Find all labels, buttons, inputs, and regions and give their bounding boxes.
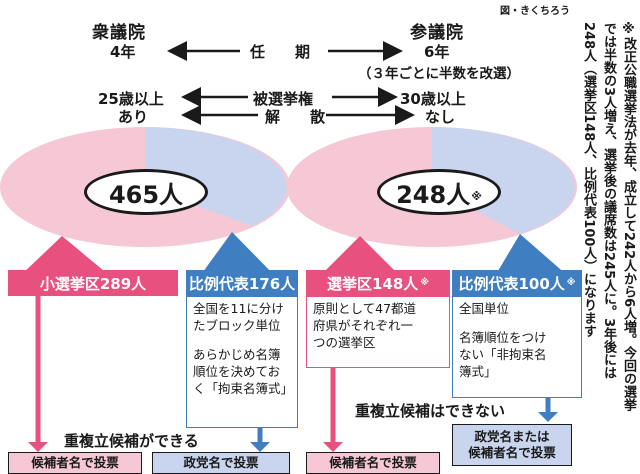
desc-line: く「拘束名簿式」 <box>193 381 294 396</box>
upper-pr-wedge <box>495 234 568 276</box>
upper-pie-blue <box>432 127 575 234</box>
desc-line: 全国を11に分け <box>193 301 284 316</box>
lower-house-title: 衆議院 <box>92 23 146 43</box>
desc-line: 原則として47都道 <box>313 301 417 316</box>
upper-district-desc: 原則として47都道 府県がそれぞれ一 つの選挙区 <box>306 296 450 368</box>
lower-dual-candidacy: 重複立候補ができる <box>64 432 199 450</box>
lower-district-flow-head <box>28 442 48 452</box>
credit: 図・きくちろう <box>500 6 570 17</box>
desc-line: つの選挙区 <box>313 335 376 350</box>
desc-line: あらかじめ名簿 <box>193 347 281 362</box>
upper-term: 6年 <box>424 43 450 61</box>
lower-total-text: 465人 <box>108 180 184 209</box>
lower-district-label-text: 小選挙区289人 <box>39 274 147 293</box>
upper-pr-label: 比例代表100人※ <box>452 270 582 296</box>
upper-district-ballot: 候補者名で投票 <box>306 452 440 474</box>
lower-dissolution: あり <box>118 108 149 126</box>
upper-pr-ballot: 政党名または 候補者名で投票 <box>452 424 572 466</box>
upper-district-label: 選挙区148人※ <box>306 270 450 296</box>
footnote: ※改正公職選挙法が去年、成立して242人から6人増。今回の選挙 では半数の3人増… <box>580 22 636 411</box>
lower-age: 25歳以上 <box>98 90 164 108</box>
upper-total-mark: ※ <box>471 189 482 203</box>
upper-district-flow-head <box>323 442 343 452</box>
desc-line: 順位を決めてお <box>193 364 281 379</box>
lower-district-wedge <box>20 236 110 276</box>
lower-pie-blue <box>145 127 287 226</box>
upper-pr-ballot-line2: 候補者名で投票 <box>468 445 556 460</box>
footnote-line: 248人（選挙区148人、比例代表100人）になります <box>581 22 596 338</box>
lower-pr-flow-head <box>250 442 270 452</box>
dissolution-label: 解 散 <box>265 108 326 126</box>
upper-total-text: 248人 <box>396 180 471 209</box>
upper-total: 248人※ <box>377 169 501 215</box>
upper-house-title: 参議院 <box>410 23 464 43</box>
upper-district-label-text: 選挙区148人 <box>326 274 419 293</box>
lower-district-ballot-text: 候補者名で投票 <box>31 455 119 470</box>
desc-line: 全国単位 <box>459 301 510 316</box>
upper-dissolution: なし <box>425 108 456 126</box>
lower-district-ballot: 候補者名で投票 <box>8 452 142 474</box>
upper-term-note: （３年ごとに半数を改選） <box>358 66 520 82</box>
lower-total: 465人 <box>84 169 208 215</box>
lower-pr-label-text: 比例代表176人 <box>188 274 296 293</box>
upper-district-wedge <box>320 236 400 276</box>
term-label: 任 期 <box>250 43 311 61</box>
desc-line: ない「非拘束名 <box>459 347 547 362</box>
lower-district-label: 小選挙区289人 <box>8 270 178 296</box>
upper-dual-candidacy: 重複立候補はできない <box>355 402 506 420</box>
desc-line: 簿式」 <box>459 364 497 379</box>
upper-pr-flow-head <box>538 412 558 422</box>
desc-line: 府県がそれぞれ一 <box>313 318 414 333</box>
upper-pr-mark: ※ <box>566 278 576 288</box>
upper-pr-ballot-line1: 政党名または <box>474 429 550 444</box>
lower-term: 4年 <box>110 43 136 61</box>
footnote-line: では半数の3人増え、選挙後の議席数は245人に。3年後には <box>601 22 616 380</box>
lower-pr-label: 比例代表176人 <box>186 270 298 296</box>
upper-pr-desc: 全国単位 名簿順位をつけ ない「非拘束名 簿式」 <box>452 296 582 398</box>
upper-age: 30歳以上 <box>400 90 466 108</box>
lower-pr-desc: 全国を11に分け たブロック単位 あらかじめ名簿 順位を決めてお く「拘束名簿式… <box>186 296 298 428</box>
desc-line: たブロック単位 <box>193 318 281 333</box>
upper-district-mark: ※ <box>420 278 430 288</box>
desc-line: 名簿順位をつけ <box>459 330 547 345</box>
footnote-line: ※改正公職選挙法が去年、成立して242人から6人増。今回の選挙 <box>621 22 636 412</box>
lower-pr-wedge <box>200 232 275 276</box>
upper-pr-label-text: 比例代表100人 <box>458 274 565 293</box>
age-label: 被選挙権 <box>253 90 314 108</box>
lower-pr-ballot: 政党名で投票 <box>152 452 290 474</box>
upper-district-ballot-text: 候補者名で投票 <box>329 455 417 470</box>
lower-pr-ballot-text: 政党名で投票 <box>183 455 259 470</box>
